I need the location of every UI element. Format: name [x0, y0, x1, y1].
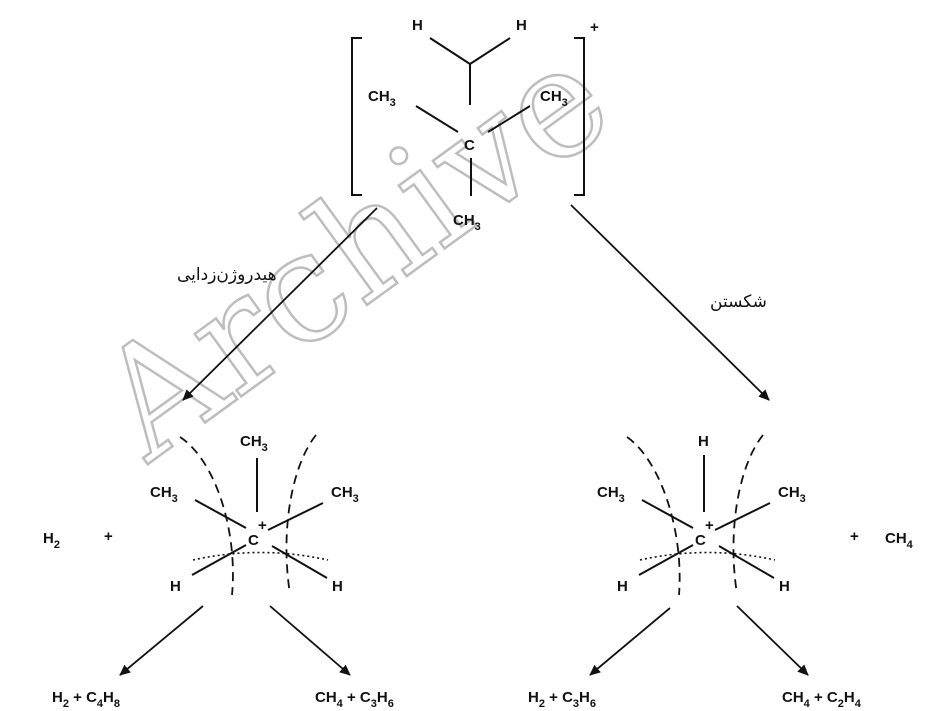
- right-carbon: C: [695, 532, 706, 549]
- right-bond-h-left: [638, 544, 694, 576]
- left-charge: +: [258, 517, 267, 534]
- right-dashed-curve-1: [626, 436, 681, 596]
- left-h-right: H: [332, 578, 343, 595]
- left-arrow-product-1: [119, 605, 204, 676]
- right-dotted-arc: [639, 551, 776, 561]
- left-plus: +: [104, 528, 113, 545]
- left-h-left: H: [170, 578, 181, 595]
- left-bond-ch3-left: [194, 499, 247, 529]
- left-intermediate: H2 + CH3 CH3 CH3 C + H H H2 + C4H8 CH4 +…: [43, 433, 394, 710]
- left-dotted-arc: [192, 551, 329, 561]
- arrow-cracking: [570, 204, 770, 401]
- label-dehydrogenation: هیدروژن‌زدایی: [177, 265, 277, 285]
- right-arrow-product-2: [736, 605, 809, 676]
- top-ch3-left: CH3: [368, 88, 396, 109]
- left-product-1: H2 + C4H8: [52, 689, 120, 710]
- left-bracket: [351, 37, 362, 196]
- top-h-left: H: [412, 17, 423, 34]
- top-charge: +: [590, 19, 599, 36]
- right-bond-ch3-right: [714, 502, 771, 531]
- left-bond-ch3-right: [267, 502, 324, 531]
- left-ch3-left: CH3: [150, 484, 178, 505]
- right-product-2: CH4 + C2H4: [782, 689, 862, 710]
- bond-ch3-right: [487, 105, 531, 133]
- label-cracking: شکستن: [710, 292, 767, 312]
- left-bond-h-right: [271, 545, 328, 579]
- right-h-right: H: [779, 578, 790, 595]
- right-bracket: [574, 37, 585, 196]
- left-ch3-top: CH3: [240, 433, 268, 454]
- right-arrow-product-1: [589, 607, 671, 676]
- left-arrow-product-2: [269, 605, 351, 676]
- right-h-top: H: [698, 433, 709, 450]
- left-carbon: C: [248, 532, 259, 549]
- right-ch3-left: CH3: [597, 484, 625, 505]
- left-bond-h-left: [191, 544, 247, 576]
- right-bond-h-right: [718, 545, 775, 579]
- bond-h-right: [469, 37, 511, 65]
- right-ch3-right: CH3: [778, 484, 806, 505]
- arrow-dehydrogenation: [182, 207, 378, 401]
- bond-h-left: [429, 37, 471, 65]
- right-plus: +: [850, 528, 859, 545]
- right-dashed-curve-2: [732, 434, 764, 595]
- right-h-left: H: [617, 578, 628, 595]
- right-bond-ch3-left: [641, 499, 694, 529]
- top-carbon: C: [464, 137, 475, 154]
- left-dashed-curve-1: [179, 436, 234, 596]
- right-intermediate: H CH3 CH3 C + H H + CH4 H2 + C3H6 CH4 + …: [528, 433, 914, 710]
- right-product-1: H2 + C3H6: [528, 689, 596, 710]
- top-ch3-right: CH3: [540, 88, 568, 109]
- left-ch3-right: CH3: [331, 484, 359, 505]
- right-side-ch4: CH4: [885, 530, 914, 551]
- top-ch3-bottom: CH3: [453, 212, 481, 233]
- watermark-text: Archive: [67, 10, 641, 494]
- left-dashed-curve-2: [285, 434, 317, 595]
- top-carbocation: + H H CH3 CH3 C CH3: [351, 17, 599, 233]
- right-charge: +: [705, 517, 714, 534]
- left-side-h2: H2: [43, 530, 60, 551]
- left-product-2: CH4 + C3H6: [315, 689, 394, 710]
- top-h-right: H: [516, 17, 527, 34]
- bond-ch3-left: [415, 105, 459, 133]
